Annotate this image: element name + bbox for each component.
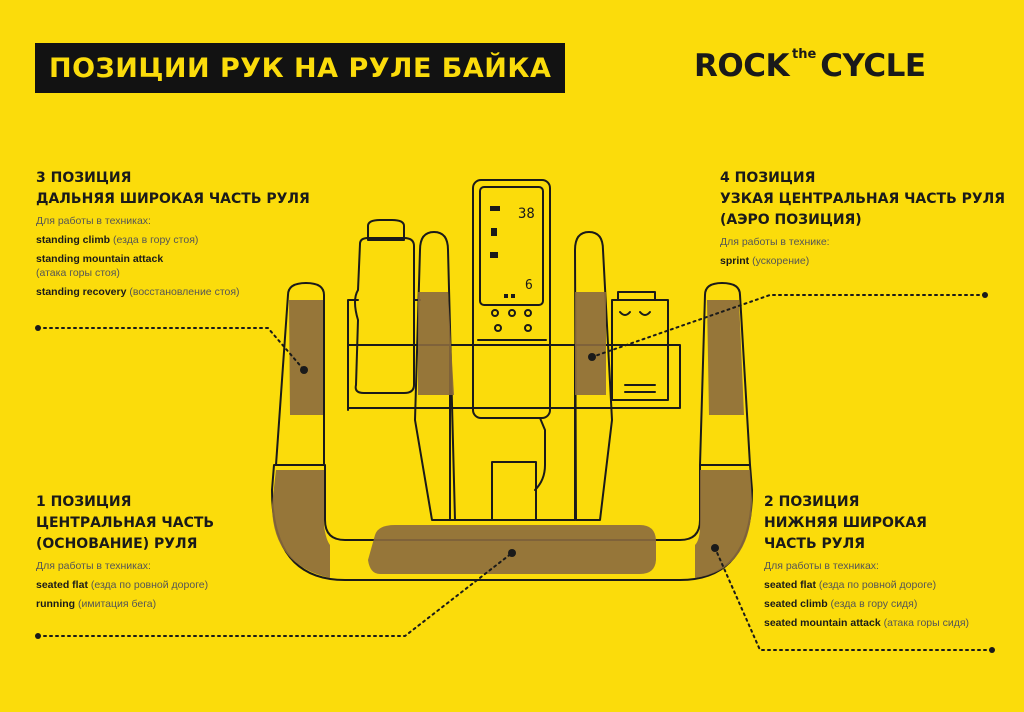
left-outer-tube: [275, 282, 325, 466]
dot-pos1-grip: [508, 549, 516, 557]
technique-desc: (езда в гору стоя): [113, 234, 199, 246]
grip-pos4-left: [418, 292, 454, 395]
console-cable: [534, 417, 546, 491]
technique-name: standing climb: [36, 234, 111, 246]
logo-rock: ROCK: [694, 48, 790, 84]
technique-name: seated mountain attack: [764, 617, 881, 629]
position-2-subtitle: Для работы в техниках:: [764, 560, 879, 572]
bottle-cap: [367, 219, 405, 241]
right-outer-tube: [699, 282, 751, 466]
console-level: 6: [525, 278, 533, 293]
position-4-item: sprint (ускорение): [720, 254, 1005, 268]
technique-name: running: [36, 598, 76, 610]
position-4-subtitle: Для работы в технике:: [720, 236, 830, 248]
technique-desc: (езда по ровной дороге): [818, 579, 937, 591]
position-3-block: 3 ПОЗИЦИЯ ДАЛЬНЯЯ ШИРОКАЯ ЧАСТЬ РУЛЯ Для…: [36, 168, 310, 299]
technique-name: standing mountain attack: [36, 253, 164, 265]
technique-desc: (атака горы стоя): [36, 267, 120, 279]
position-2-item: seated mountain attack (атака горы сидя): [764, 616, 969, 630]
logo-cycle: CYCLE: [820, 48, 926, 84]
position-2-heading-line2: НИЖНЯЯ ШИРОКАЯ: [764, 515, 927, 531]
stem: [449, 344, 576, 521]
position-3-item: standing recovery (восстановление стоя): [36, 285, 310, 299]
dot-pos2-end: [989, 647, 995, 653]
dot-pos4-end: [982, 292, 988, 298]
console-body: [472, 179, 551, 419]
technique-name: seated flat: [764, 579, 816, 591]
dot-pos3-grip: [300, 366, 308, 374]
technique-desc: (ускорение): [752, 255, 810, 267]
left-aero-prong: [414, 231, 456, 521]
console-speed: 38: [518, 206, 535, 222]
grip-pos2-left: [272, 470, 330, 578]
technique-desc: (атака горы сидя): [883, 617, 970, 629]
leader-pos2: [714, 547, 993, 651]
position-3-heading-line2: ДАЛЬНЯЯ ШИРОКАЯ ЧАСТЬ РУЛЯ: [36, 191, 310, 207]
technique-name: seated flat: [36, 579, 88, 591]
position-2-block: 2 ПОЗИЦИЯ НИЖНЯЯ ШИРОКАЯ ЧАСТЬ РУЛЯ Для …: [764, 492, 969, 630]
technique-desc: (езда в гору сидя): [830, 598, 918, 610]
position-1-heading-line2: ЦЕНТРАЛЬНАЯ ЧАСТЬ: [36, 515, 215, 531]
position-3-subtitle: Для работы в техниках:: [36, 215, 151, 227]
position-3-item: standing climb (езда в гору стоя): [36, 233, 310, 247]
brand-logo: ROCK the CYCLE: [694, 46, 926, 86]
position-1-item: seated flat (езда по ровной дороге): [36, 578, 214, 592]
stem-slot: [491, 461, 537, 521]
technique-desc: (восстановление стоя): [129, 286, 240, 298]
technique-name: seated climb: [764, 598, 828, 610]
bottle: [354, 237, 415, 394]
position-2-heading-line3: ЧАСТЬ РУЛЯ: [764, 536, 865, 552]
position-1-heading-line1: 1 ПОЗИЦИЯ: [36, 494, 132, 510]
leader-pos1: [37, 552, 513, 637]
dot-pos3-end: [35, 325, 41, 331]
technique-name: standing recovery: [36, 286, 127, 298]
right-aero-prong: [574, 231, 613, 521]
crossbar: [347, 344, 681, 409]
phone-holder: [611, 299, 669, 401]
logo-the: the: [792, 47, 817, 62]
grip-pos3-right: [707, 300, 744, 415]
position-1-item: running (имитация бега): [36, 597, 214, 611]
position-3-heading-line1: 3 ПОЗИЦИЯ: [36, 170, 132, 186]
dot-pos1-end: [35, 633, 41, 639]
position-4-block: 4 ПОЗИЦИЯ УЗКАЯ ЦЕНТРАЛЬНАЯ ЧАСТЬ РУЛЯ (…: [720, 168, 1005, 268]
position-2-item: seated flat (езда по ровной дороге): [764, 578, 969, 592]
leader-pos3: [37, 327, 305, 371]
grip-pos2-right: [695, 470, 752, 578]
position-4-heading-line2: УЗКАЯ ЦЕНТРАЛЬНАЯ ЧАСТЬ РУЛЯ: [720, 191, 1006, 207]
position-4-heading-line1: 4 ПОЗИЦИЯ: [720, 170, 816, 186]
technique-name: sprint: [720, 255, 750, 267]
dot-pos2-grip: [711, 544, 719, 552]
position-1-subtitle: Для работы в техниках:: [36, 560, 151, 572]
grip-pos4-right: [575, 292, 606, 395]
position-3-item: standing mountain attack (атака горы сто…: [36, 252, 310, 280]
leader-pos4: [591, 294, 986, 358]
page-title-text: ПОЗИЦИИ РУК НА РУЛЕ БАЙКА: [49, 52, 552, 84]
position-1-heading-line3: (ОСНОВАНИЕ) РУЛЯ: [36, 536, 198, 552]
console-screen: [479, 186, 544, 306]
position-2-item: seated climb (езда в гору сидя): [764, 597, 969, 611]
position-2-heading-line1: 2 ПОЗИЦИЯ: [764, 494, 860, 510]
page-title: ПОЗИЦИИ РУК НА РУЛЕ БАЙКА: [35, 43, 566, 93]
grip-pos3-left: [289, 300, 323, 415]
technique-desc: (езда по ровной дороге): [90, 579, 209, 591]
technique-desc: (имитация бега): [78, 598, 157, 610]
position-1-block: 1 ПОЗИЦИЯ ЦЕНТРАЛЬНАЯ ЧАСТЬ (ОСНОВАНИЕ) …: [36, 492, 214, 611]
dot-pos4-grip: [588, 353, 596, 361]
position-4-heading-line3: (АЭРО ПОЗИЦИЯ): [720, 212, 862, 228]
